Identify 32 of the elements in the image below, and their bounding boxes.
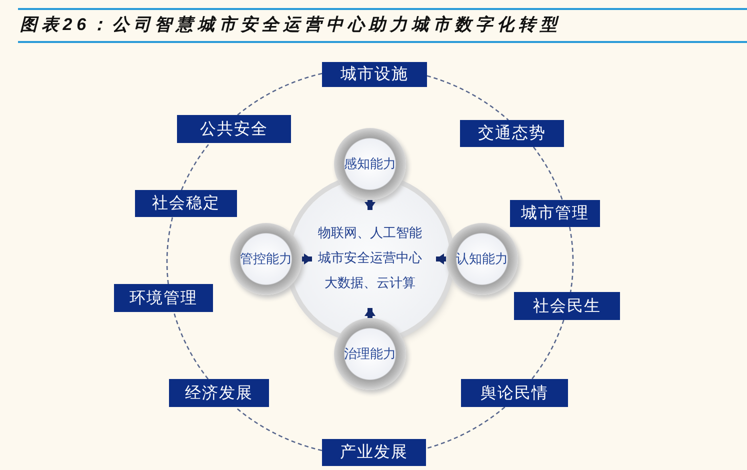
arrow xyxy=(302,254,312,264)
topic-box: 公共安全 xyxy=(177,115,291,143)
title: 图表26：公司智慧城市安全运营中心助力城市数字化转型 xyxy=(20,14,562,36)
topic-box: 经济发展 xyxy=(169,379,269,407)
dashed-line xyxy=(532,146,563,201)
topic-box: 环境管理 xyxy=(114,284,213,312)
topic-box: 城市设施 xyxy=(322,62,427,87)
dashed-line xyxy=(569,226,574,293)
dashed-line xyxy=(234,406,322,452)
topic-box: 产业发展 xyxy=(322,439,426,466)
topic-box: 舆论民情 xyxy=(461,379,568,407)
topic-box: 社会民生 xyxy=(514,292,620,320)
dashed-line xyxy=(237,72,323,116)
center-text: 大数据、云计算 xyxy=(324,274,416,292)
capability-circle: 管控能力 xyxy=(230,223,302,295)
dashed-line xyxy=(426,75,509,121)
dashed-line xyxy=(425,406,506,450)
arrow xyxy=(364,200,376,210)
center-text: 城市安全运营中心 xyxy=(318,248,422,266)
topic-box: 社会稳定 xyxy=(135,190,237,217)
capability-circle: 认知能力 xyxy=(446,223,518,295)
topic-box: 交通态势 xyxy=(460,120,564,147)
capability-circle: 感知能力 xyxy=(334,128,406,200)
dashed-line xyxy=(531,320,564,380)
arrow xyxy=(436,254,446,264)
arrow xyxy=(364,308,376,318)
dashed-line xyxy=(173,311,209,380)
capability-circle: 治理能力 xyxy=(334,318,406,390)
dashed-line xyxy=(180,142,210,190)
topic-box: 城市管理 xyxy=(510,200,600,227)
dashed-line xyxy=(166,216,174,284)
center-text: 物联网、人工智能 xyxy=(318,224,422,242)
